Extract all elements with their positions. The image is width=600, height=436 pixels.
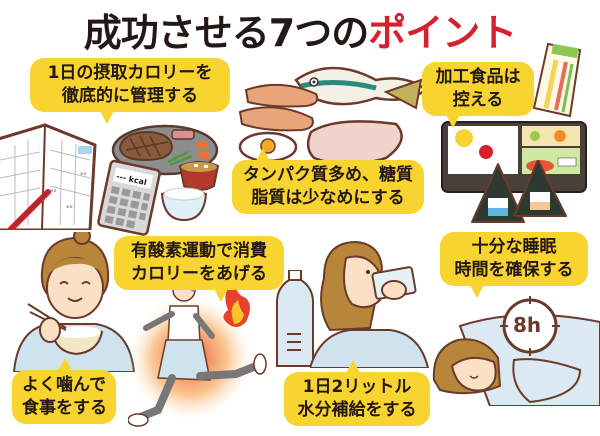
calculator-illustration: --- kcal: [97, 159, 161, 236]
point-text: 有酸素運動で消費: [131, 241, 267, 261]
woman-drinking-illustration: [310, 238, 440, 368]
sleeping-person-illustration: 8h: [430, 286, 600, 406]
protein-foods-illustration: [236, 60, 426, 170]
point-text: 水分補給をする: [297, 400, 417, 420]
point-text: 加工食品は: [435, 67, 521, 87]
point-text: 徹底的に管理する: [62, 86, 198, 106]
water-bottle-illustration: [275, 270, 315, 370]
page-title: 成功させる7つのポイント: [0, 2, 600, 57]
clock-label: 8h: [513, 313, 542, 337]
point-text: カロリーをあげる: [131, 264, 267, 284]
svg-text:≋≋: ≋≋: [66, 204, 73, 209]
point-text: 1日2リットル: [302, 377, 412, 397]
planner-notebook-illustration: ≋≋ ≋≋ ≋≋: [0, 120, 100, 230]
svg-text:≋≋: ≋≋: [80, 171, 87, 176]
point-text: タンパク質多め、糖質: [243, 165, 413, 185]
title-accent: ポイント: [368, 11, 517, 55]
point-text: 時間を確保する: [454, 260, 574, 280]
point-bubble-processed: 加工食品は 控える: [422, 62, 534, 128]
point-bubble-cardio: 有酸素運動で消費 カロリーをあげる: [114, 236, 284, 302]
point-bubble-water: 1日2リットル 水分補給をする: [284, 360, 430, 426]
sandwich-illustration: [530, 40, 590, 120]
point-text: 食事をする: [22, 398, 107, 418]
svg-text:≋≋: ≋≋: [50, 188, 57, 193]
woman-eating-illustration: [10, 232, 135, 372]
title-main: 成功させる7つの: [83, 11, 369, 55]
miso-rice-illustration: [160, 158, 220, 230]
running-woman-illustration: [128, 280, 278, 430]
point-bubble-calorie: 1日の摂取カロリーを 徹底的に管理する: [30, 58, 230, 124]
point-bubble-sleep: 十分な睡眠 時間を確保する: [440, 232, 588, 298]
point-bubble-protein: タンパク質多め、糖質 脂質は少なめにする: [232, 148, 424, 214]
point-text: 1日の摂取カロリーを: [47, 63, 213, 83]
bento-box-illustration: [440, 118, 590, 198]
point-text: 十分な睡眠: [471, 237, 557, 257]
point-text: 控える: [452, 90, 504, 110]
point-text: 脂質は少なめにする: [251, 188, 405, 208]
point-text: よく噛んで: [22, 375, 107, 395]
point-bubble-chew: よく噛んで 食事をする: [12, 358, 116, 424]
onigiri-illustration: [470, 160, 580, 230]
